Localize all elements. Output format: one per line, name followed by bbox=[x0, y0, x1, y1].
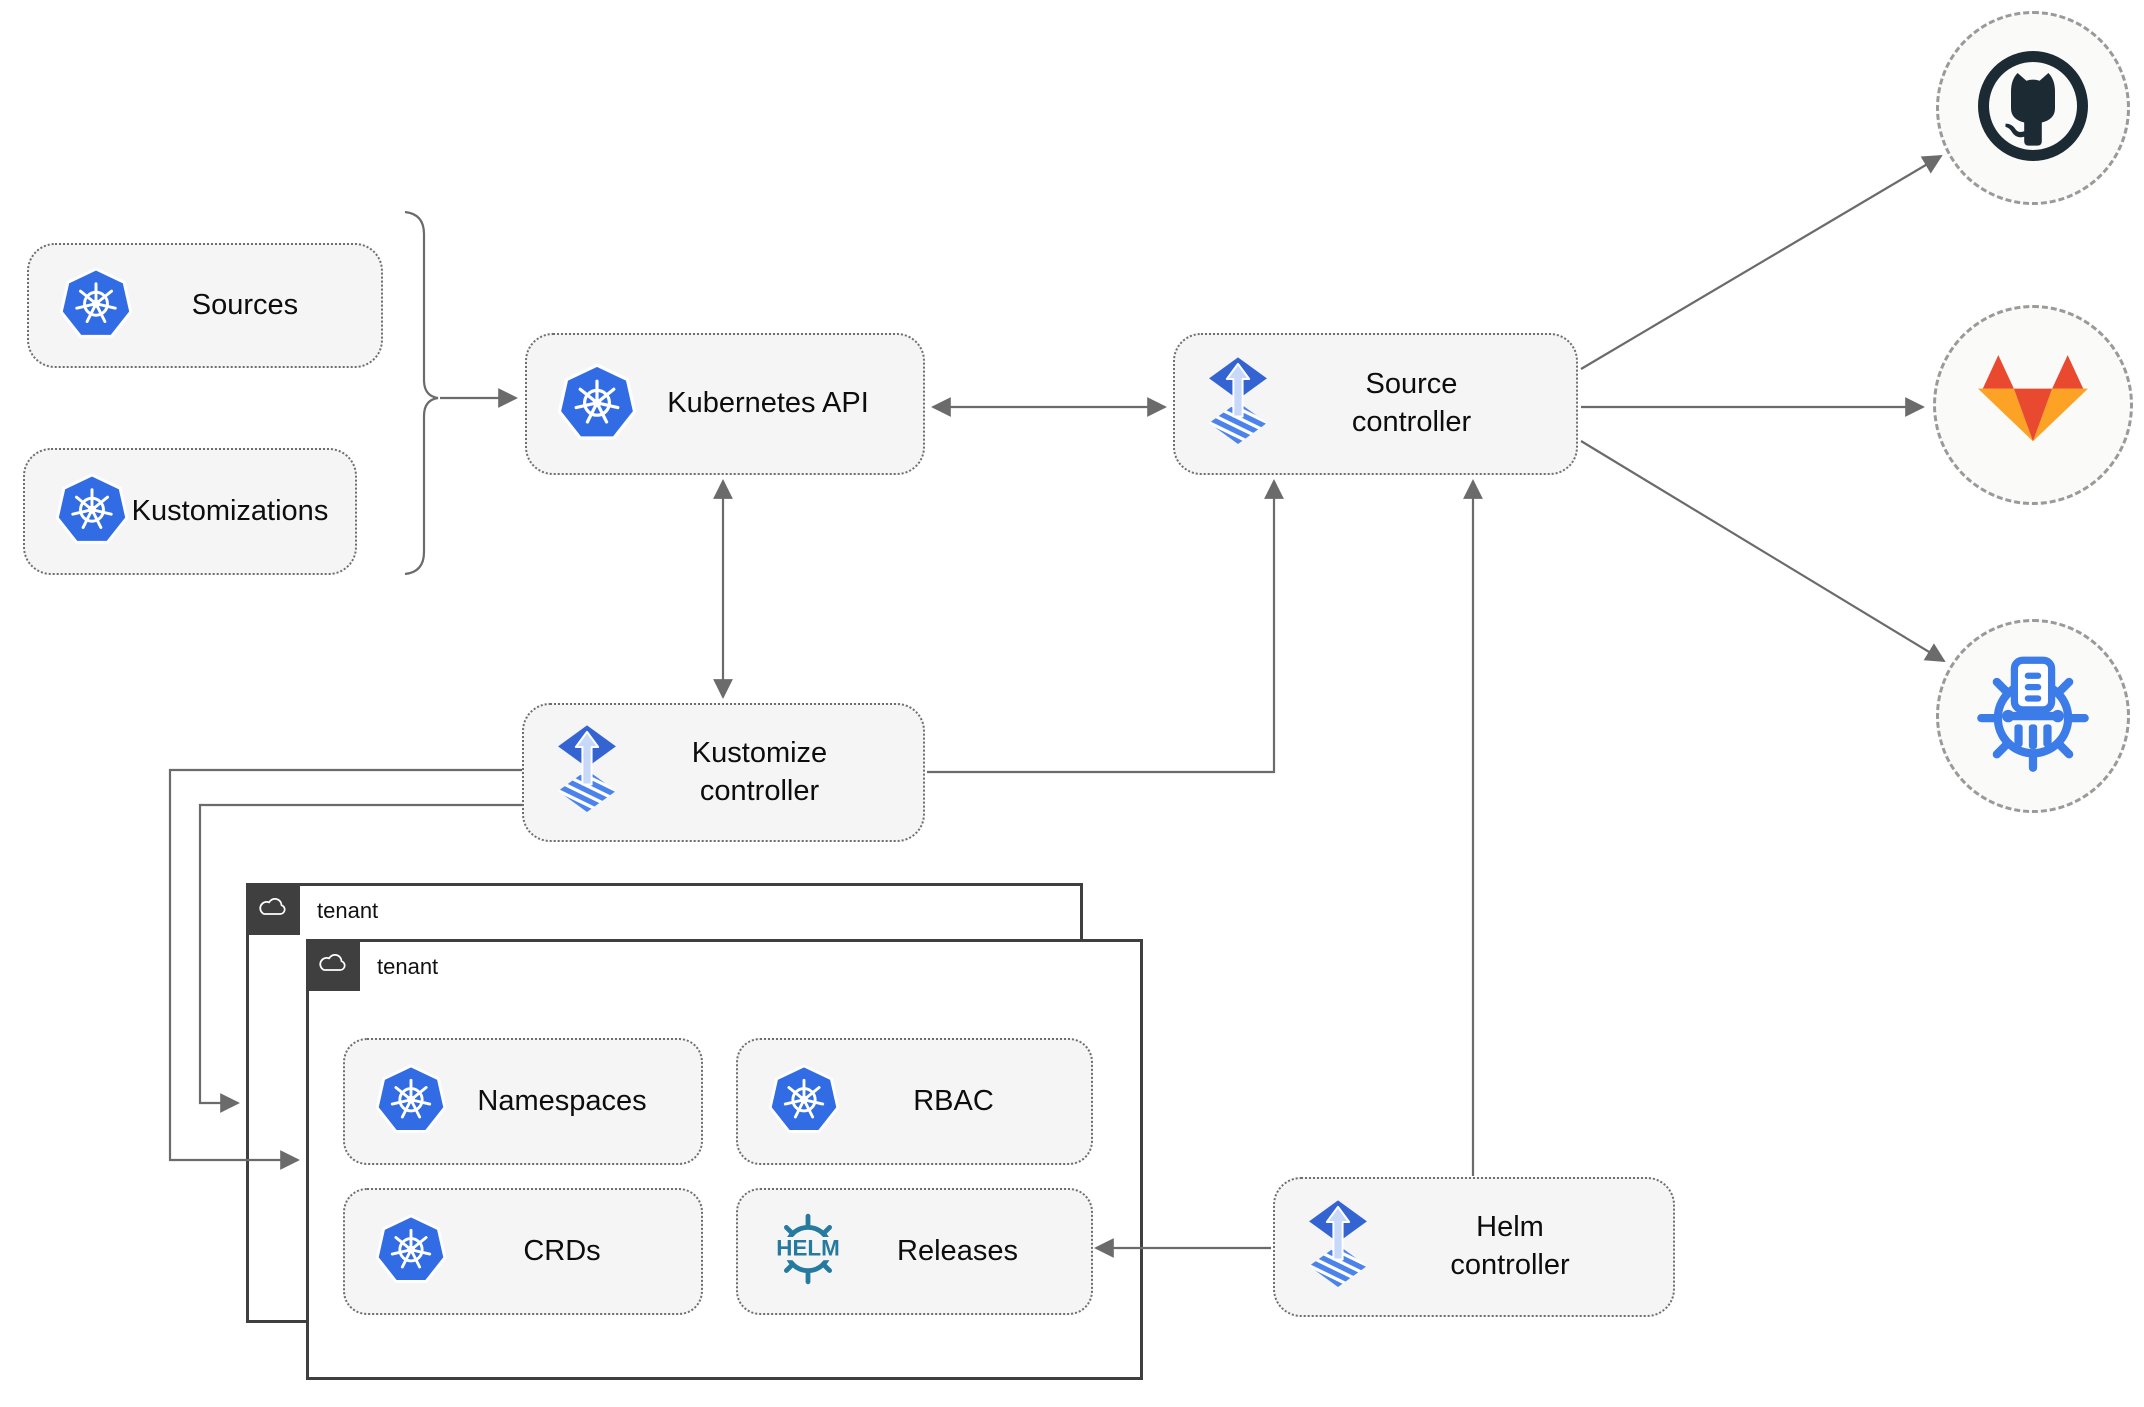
tenant-box-front: tenant Namespaces RBAC CRDs bbox=[306, 939, 1143, 1380]
flux-icon bbox=[1305, 1199, 1371, 1296]
kustomizations-node: Kustomizations bbox=[23, 448, 357, 575]
flux-icon bbox=[554, 724, 620, 821]
source-controller-label: Source controller bbox=[1351, 368, 1472, 438]
tenant-tab bbox=[246, 883, 300, 935]
gitlab-icon bbox=[1973, 348, 2093, 463]
cloud-icon bbox=[257, 896, 289, 923]
namespaces-node: Namespaces bbox=[343, 1038, 703, 1165]
source-controller-node: Source controller bbox=[1173, 333, 1578, 475]
helm-controller-label: Helm controller bbox=[1450, 1211, 1570, 1281]
chartmuseum-icon bbox=[1971, 652, 2095, 781]
flux-icon bbox=[1205, 356, 1271, 453]
kubernetes-icon bbox=[59, 266, 133, 345]
rbac-node: RBAC bbox=[736, 1038, 1093, 1165]
kustomizations-label: Kustomizations bbox=[131, 494, 329, 527]
kustomize-controller-label: Kustomize controller bbox=[691, 736, 828, 807]
helm-icon-text: HELM bbox=[776, 1235, 839, 1260]
releases-node: HELM Releases bbox=[736, 1188, 1093, 1315]
sources-node: Sources bbox=[27, 243, 383, 368]
crds-node: CRDs bbox=[343, 1188, 703, 1315]
gitlab-endpoint bbox=[1933, 305, 2133, 505]
helm-controller-node: Helm controller bbox=[1273, 1177, 1675, 1317]
tenant-label: tenant bbox=[377, 954, 439, 979]
tenant-tab bbox=[306, 939, 360, 991]
namespaces-label: Namespaces bbox=[477, 1084, 647, 1117]
chartmuseum-endpoint bbox=[1936, 619, 2130, 813]
group-brace bbox=[404, 210, 439, 576]
kubernetes-icon bbox=[768, 1063, 840, 1140]
kubernetes-api-label: Kubernetes API bbox=[667, 387, 869, 420]
crds-label: CRDs bbox=[523, 1234, 601, 1267]
edge-kustomizectrl-sourcectrl bbox=[927, 479, 1284, 774]
github-endpoint bbox=[1936, 11, 2130, 205]
releases-label: Releases bbox=[897, 1234, 1018, 1267]
github-icon bbox=[1967, 40, 2099, 177]
rbac-label: RBAC bbox=[913, 1084, 994, 1117]
kustomize-controller-node: Kustomize controller bbox=[522, 703, 925, 842]
tenant-label: tenant bbox=[317, 898, 379, 923]
kubernetes-icon bbox=[557, 362, 637, 447]
kubernetes-icon bbox=[375, 1213, 447, 1290]
cloud-icon bbox=[317, 952, 349, 979]
edge-sourcectrl-chartmuseum bbox=[1580, 440, 1946, 663]
kubernetes-api-node: Kubernetes API bbox=[525, 333, 925, 475]
sources-label: Sources bbox=[191, 288, 299, 321]
edge-sourcectrl-github bbox=[1580, 154, 1943, 370]
kubernetes-icon bbox=[375, 1063, 447, 1140]
helm-icon: HELM bbox=[768, 1209, 848, 1294]
kubernetes-icon bbox=[55, 472, 129, 551]
